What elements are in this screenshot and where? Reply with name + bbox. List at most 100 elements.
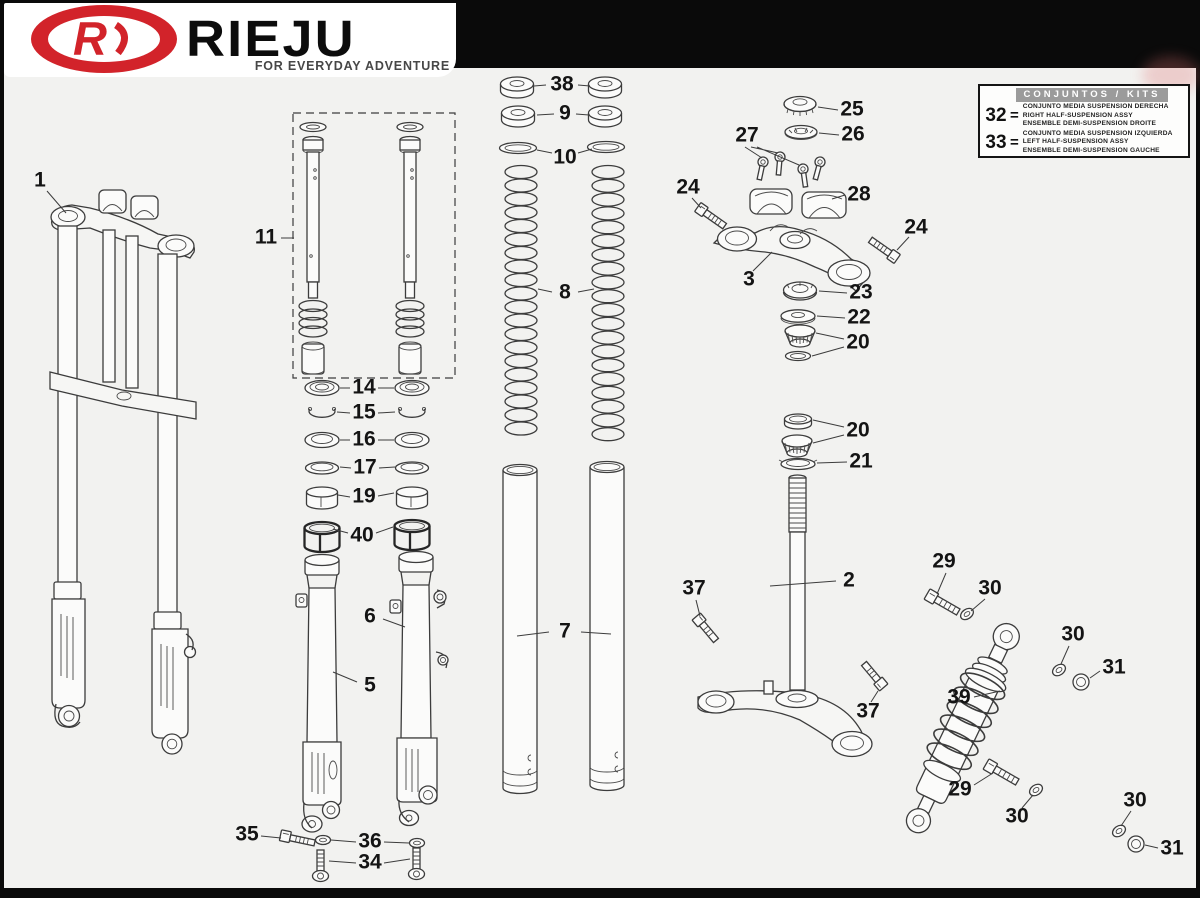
part-label-25: 25 (840, 98, 864, 121)
part-label-10: 10 (553, 146, 576, 169)
equals-sign: = (1010, 134, 1019, 152)
shock-bolt-29-bottom (982, 758, 1020, 786)
fork-cap-pair-38 (499, 76, 623, 99)
kits-row-32: 32 = CONJUNTO MEDIA SUSPENSION DERECHA R… (980, 103, 1188, 130)
part-label-30-bottom-left: 30 (1005, 805, 1028, 828)
part-label-19: 19 (352, 485, 375, 508)
shock-absorber-39 (905, 622, 1020, 834)
dust-washer-22 (780, 309, 816, 325)
shock-washer-30-mid (1051, 663, 1067, 677)
kit-line-en: LEFT HALF-SUSPENSION ASSY (1022, 138, 1129, 146)
circlip-pair-15 (307, 406, 427, 418)
kit-line-es: CONJUNTO MEDIA SUSPENSION DERECHA (1022, 103, 1169, 110)
brand-logo-panel: R RIEJU FOR EVERYDAY ADVENTURE (4, 3, 456, 77)
brand-wordmark: RIEJU (186, 10, 356, 67)
damper-rod-left (299, 121, 327, 375)
part-label-3: 3 (743, 268, 755, 291)
rieju-logo: R (31, 5, 177, 73)
shock-washer-30-bottom-right (1111, 824, 1127, 838)
clamp-bolt-37-left (691, 612, 720, 644)
kit-line-es: CONJUNTO MEDIA SUSPENSION IZQUIERDA (1022, 129, 1173, 137)
damper-rod-kit-drawing (292, 112, 456, 379)
part-label-27: 27 (735, 124, 758, 147)
equals-sign: = (1010, 107, 1019, 125)
kits-row-33: 33 = CONJUNTO MEDIA SUSPENSION IZQUIERDA… (980, 130, 1188, 157)
seal-pair-16 (304, 431, 430, 449)
fork-leg-left-5 (295, 553, 342, 833)
part-label-8: 8 (559, 281, 571, 304)
part-label-37-left: 37 (682, 577, 705, 600)
part-label-38: 38 (550, 73, 574, 96)
part-label-2: 2 (843, 569, 855, 592)
part-label-21: 21 (849, 450, 873, 473)
shock-washer-30-bottom-left (1028, 783, 1044, 797)
part-label-29-bottom: 29 (948, 778, 971, 801)
fork-tube-pair-7 (502, 460, 625, 795)
lower-bearing-set-20 (781, 413, 813, 458)
part-label-6: 6 (364, 605, 376, 628)
part-label-17: 17 (353, 456, 376, 479)
fork-leg-right-6 (389, 550, 449, 827)
part-label-24-left: 24 (676, 176, 700, 199)
clamp-bolt-24-right (867, 236, 901, 264)
logo-r-swoosh (113, 22, 128, 56)
part-label-36: 36 (358, 830, 381, 853)
part-label-35: 35 (235, 823, 259, 846)
kit-description: CONJUNTO MEDIA SUSPENSION IZQUIERDA LEFT… (1023, 130, 1173, 156)
clamp-bolt-24-left (694, 202, 728, 230)
dust-seal-21 (778, 457, 818, 471)
steering-stem-2 (697, 474, 873, 758)
brand-tagline: FOR EVERYDAY ADVENTURE (254, 59, 450, 73)
part-label-31-bottom: 31 (1160, 837, 1184, 860)
washer-pair-17 (304, 461, 430, 475)
part-label-20-lower: 20 (846, 419, 869, 442)
slide-bushing-pair-40 (303, 518, 431, 554)
part-label-22: 22 (847, 306, 870, 329)
bushing-pair-19 (305, 486, 429, 510)
shock-nut-31-bottom (1127, 835, 1145, 853)
part-label-23: 23 (849, 281, 872, 304)
part-label-14: 14 (352, 376, 376, 399)
part-label-5: 5 (364, 674, 376, 697)
stem-nut-cap-25 (783, 95, 817, 116)
washer-pair-36 (314, 834, 426, 849)
page-border-left (0, 0, 4, 898)
part-label-30-top: 30 (978, 577, 1001, 600)
crown-washer-26 (784, 124, 818, 140)
front-fork-assembly-drawing (49, 189, 197, 755)
part-label-9: 9 (559, 102, 571, 125)
logo-oval-inner (48, 16, 160, 62)
kits-table: CONJUNTOS / KITS 32 = CONJUNTO MEDIA SUS… (978, 84, 1190, 159)
fork-cap-pair-9 (500, 105, 623, 128)
kit-line-fr: ENSEMBLE DEMI-SUSPENSION GAUCHE (1022, 146, 1160, 154)
part-label-29-top: 29 (932, 550, 955, 573)
kit-number: 33 (985, 131, 1007, 153)
part-label-31-mid: 31 (1102, 656, 1126, 679)
logo-r-letter: R (73, 12, 107, 65)
o-ring-pair-10 (498, 140, 626, 155)
part-label-26: 26 (841, 123, 864, 146)
oil-seal-pair-14 (304, 379, 430, 397)
clamp-bolt-37-right (860, 660, 889, 692)
part-label-28: 28 (847, 183, 871, 206)
part-label-24-right: 24 (904, 216, 928, 239)
part-label-7: 7 (559, 620, 571, 643)
fork-spring-pair-8 (505, 166, 624, 448)
kit-number: 32 (985, 104, 1007, 126)
shock-washer-30-top (959, 607, 975, 621)
part-label-11: 11 (255, 226, 278, 249)
part-label-20-upper: 20 (846, 331, 869, 354)
socket-bolt-pair-34 (311, 847, 426, 883)
damper-rod-right (396, 121, 424, 375)
page-border-right (1196, 0, 1200, 898)
part-label-16: 16 (352, 428, 375, 451)
kits-table-title: CONJUNTOS / KITS (1016, 88, 1168, 102)
shock-bolt-29-top (923, 588, 961, 616)
part-label-30-bottom-right: 30 (1123, 789, 1146, 812)
part-label-30-mid: 30 (1061, 623, 1084, 646)
part-labels: 1 11 38 9 10 8 7 25 26 27 24 28 24 3 23 … (34, 73, 1184, 874)
part-label-1: 1 (34, 169, 46, 192)
shock-nut-31-mid (1072, 673, 1090, 691)
top-triple-clamp-3 (712, 224, 871, 292)
